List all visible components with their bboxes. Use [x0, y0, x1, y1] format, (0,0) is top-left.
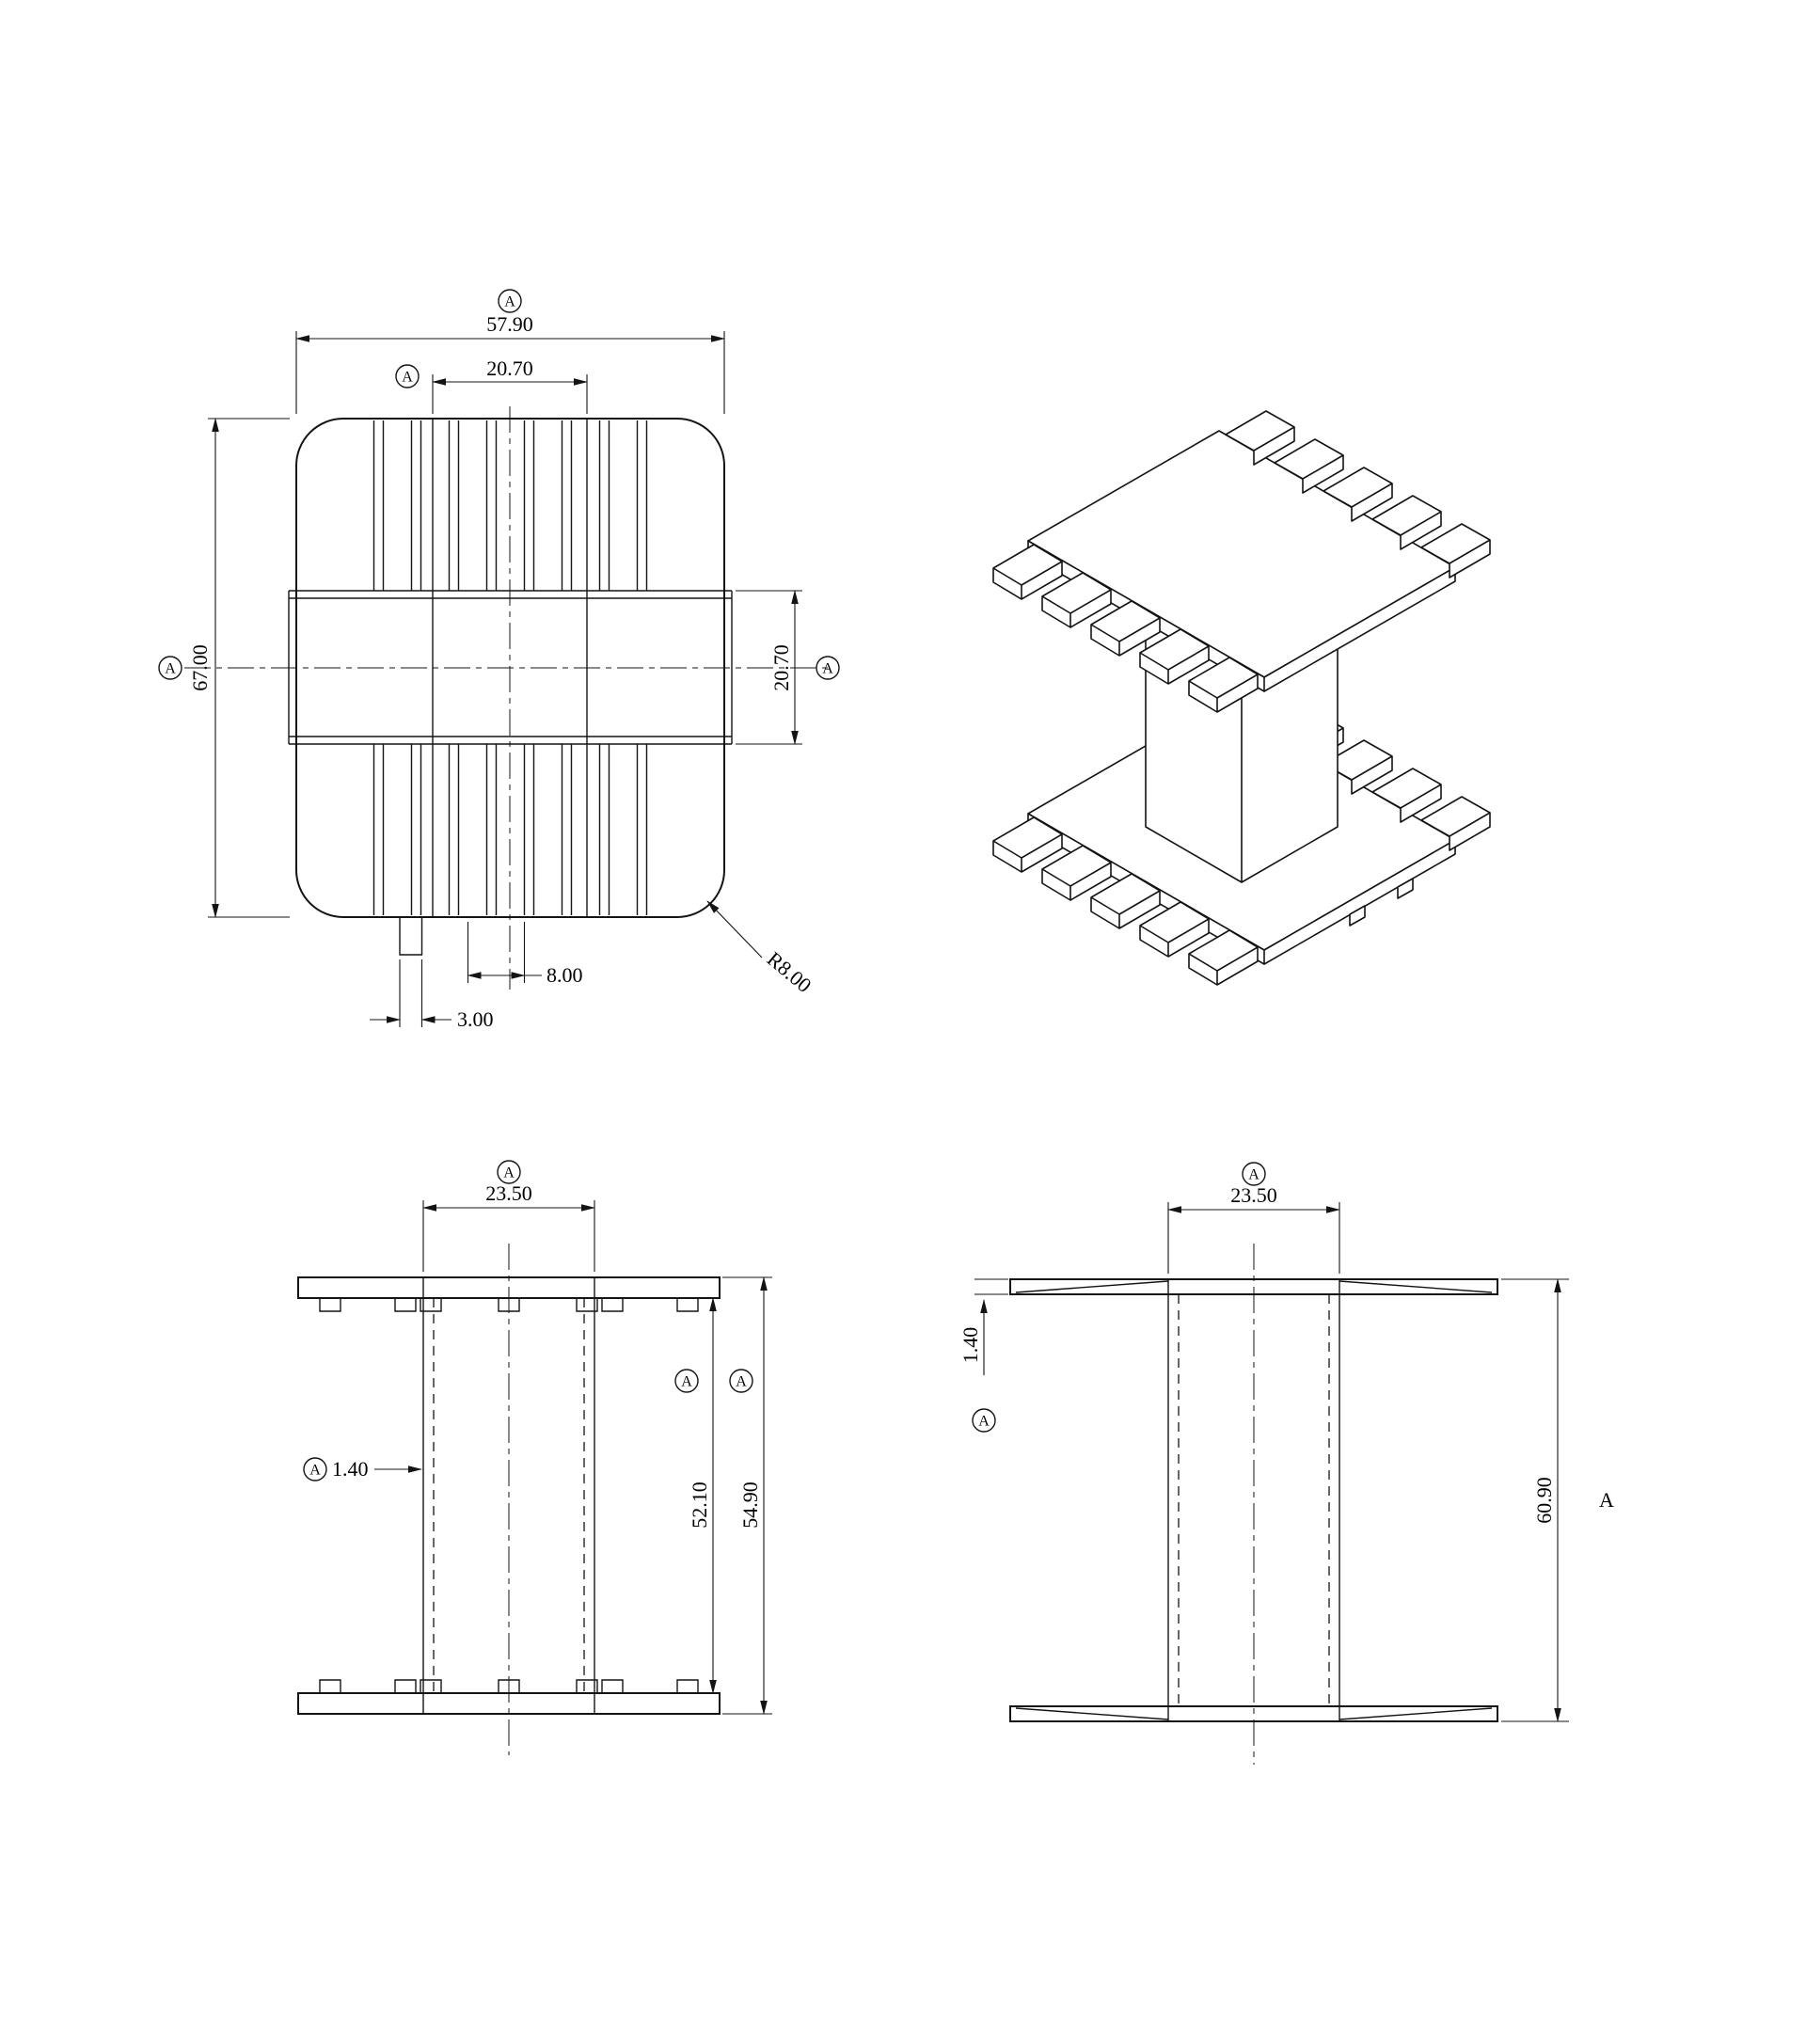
iso-bottom-flange-near-teeth — [992, 816, 1259, 986]
dim-text-inner-height: 52.10 — [688, 1482, 711, 1529]
dim-text-slot-group-width: 20.70 — [486, 357, 533, 380]
isometric-view — [992, 410, 1491, 986]
side-core-tube-edges — [1167, 1294, 1340, 1706]
finish-letter: A — [503, 1165, 515, 1181]
side-hidden-wall-lines — [1178, 1294, 1330, 1706]
dim-text-overall-width: 57.90 — [486, 312, 533, 336]
surface-finish-symbol: A — [158, 656, 182, 680]
dim-text-pin-pitch: 8.00 — [547, 963, 583, 987]
dim-front-wall-thickness: A 1.40 — [303, 1457, 422, 1482]
surface-finish-symbol: A — [1242, 1162, 1266, 1186]
dim-extension-lines — [399, 959, 423, 1027]
finish-letter: A — [402, 370, 413, 386]
finish-circle — [498, 289, 522, 313]
dim-top-pin-width: 3.00 — [370, 959, 494, 1031]
finish-circle — [972, 1408, 996, 1433]
surface-finish-symbol: A — [303, 1457, 327, 1482]
dim-front-overall-height: 54.90 A — [722, 1276, 772, 1715]
dim-top-center-band-height: 20.70 A — [736, 590, 840, 745]
top-view: 57.90 A 20.70 A 67.00 A — [158, 289, 840, 1031]
iso-mounting-tabs — [1349, 878, 1414, 927]
front-hidden-wall-lines — [433, 1298, 585, 1693]
side-flange-ticks — [1167, 1279, 1340, 1721]
finish-circle — [1242, 1162, 1266, 1186]
top-view-slots-lower — [372, 744, 648, 915]
front-view: 23.50 A A 1.40 52.10 A — [297, 1160, 772, 1755]
surface-finish-symbol: A — [395, 364, 420, 388]
dim-top-corner-radius: R8.00 — [706, 900, 816, 997]
finish-letter: A — [165, 661, 176, 677]
front-core-tube-edges — [422, 1298, 595, 1693]
dim-front-core-width: 23.50 A — [422, 1160, 595, 1272]
dim-text-flange-thickness: 1.40 — [958, 1327, 982, 1364]
dim-top-overall-height: 67.00 A — [158, 418, 290, 918]
top-view-centerlines — [184, 406, 833, 990]
finish-letter: A — [736, 1374, 747, 1390]
finish-letter: A — [309, 1463, 321, 1479]
surface-finish-symbol: A — [498, 289, 522, 313]
dim-side-overall-height: 60.90 A — [1501, 1278, 1614, 1722]
finish-circle — [674, 1369, 699, 1393]
dim-text-overall-height: 60.90 — [1532, 1477, 1556, 1524]
dim-top-slot-group-width: 20.70 A — [395, 357, 588, 414]
finish-letter: A — [681, 1374, 692, 1390]
side-top-flange-tapers — [1015, 1280, 1493, 1293]
finish-letter: A — [1248, 1167, 1259, 1183]
front-flange-ticks — [422, 1277, 595, 1714]
iso-top-flange-top-face — [1027, 430, 1456, 678]
dim-side-core-width: 23.50 A — [1167, 1162, 1340, 1274]
dim-extension-lines — [422, 1200, 595, 1272]
dim-extension-lines — [208, 418, 290, 918]
surface-finish-symbol: A — [972, 1408, 996, 1433]
dim-front-inner-height: 52.10 A — [598, 1297, 721, 1694]
dim-text-overall-height: 67.00 — [188, 644, 212, 691]
dim-text-center-band-height: 20.70 — [769, 644, 793, 691]
finish-circle — [816, 656, 840, 680]
surface-finish-symbol: A — [497, 1160, 521, 1184]
dim-text-core-width: 23.50 — [485, 1181, 532, 1205]
surface-finish-symbol: A — [674, 1369, 699, 1393]
finish-letter: A — [978, 1414, 990, 1430]
iso-top-flange-far-teeth — [1225, 410, 1491, 578]
dim-side-flange-thickness: 1.40 A — [958, 1278, 1008, 1433]
top-view-slots-upper — [372, 420, 648, 591]
finish-letter: A — [822, 661, 833, 677]
dim-extension-lines — [736, 590, 802, 745]
side-bottom-flange-tapers — [1015, 1707, 1493, 1720]
dim-extension-lines — [295, 331, 725, 414]
dim-extension-lines — [1167, 1202, 1340, 1274]
surface-finish-symbol: A — [729, 1369, 753, 1393]
side-view: 23.50 A 1.40 A 60.90 A — [958, 1162, 1614, 1765]
dim-text-wall-thickness: 1.40 — [332, 1457, 369, 1481]
finish-circle — [497, 1160, 521, 1184]
section-label: A — [1599, 1488, 1614, 1512]
dim-extension-lines — [974, 1278, 1008, 1295]
iso-top-flange-near-teeth — [992, 544, 1259, 713]
dim-extension-lines — [598, 1297, 721, 1694]
dim-top-pin-pitch: 8.00 — [467, 922, 583, 987]
dim-top-overall-width: 57.90 A — [295, 289, 725, 414]
finish-circle — [729, 1369, 753, 1393]
dim-text-pin-width: 3.00 — [457, 1007, 494, 1031]
finish-circle — [395, 364, 420, 388]
dim-text-overall-height: 54.90 — [738, 1482, 762, 1529]
dim-text-core-width: 23.50 — [1230, 1183, 1277, 1207]
dim-text-corner-radius: R8.00 — [763, 947, 816, 997]
radius-leader — [706, 900, 763, 959]
finish-circle — [158, 656, 182, 680]
dim-extension-lines — [467, 922, 526, 983]
finish-circle — [303, 1457, 327, 1482]
surface-finish-symbol: A — [816, 656, 840, 680]
finish-letter: A — [504, 294, 515, 310]
top-view-pin — [399, 917, 423, 956]
